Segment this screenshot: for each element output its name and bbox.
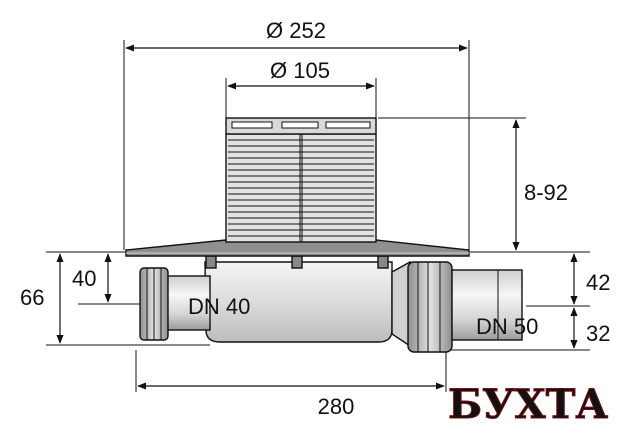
extension-lines <box>46 40 590 392</box>
drain-body <box>139 255 523 353</box>
label-inlet: DN 40 <box>188 294 250 319</box>
dim-height-range: 8-92 <box>524 180 568 205</box>
outlet-pipe <box>451 269 523 341</box>
watermark-text: БУХТА <box>448 381 608 428</box>
dim-bottom-right: 32 <box>586 321 610 346</box>
dim-grate-diameter: Ø 105 <box>270 58 330 83</box>
dim-outlet-height-left: 40 <box>72 266 96 291</box>
dim-top-diameter: Ø 252 <box>266 18 326 43</box>
height-riser <box>225 117 377 243</box>
label-outlet: DN 50 <box>476 314 538 339</box>
dim-outlet-height-right: 42 <box>586 270 610 295</box>
dimension-lines <box>56 44 578 390</box>
outlet-coupling <box>407 261 453 353</box>
dim-total-height-left: 66 <box>20 285 44 310</box>
dimension-texts: Ø 252 Ø 105 8-92 40 66 42 32 280 DN 40 D… <box>20 18 610 419</box>
watermark: БУХТА <box>448 381 609 429</box>
dim-length: 280 <box>318 394 355 419</box>
